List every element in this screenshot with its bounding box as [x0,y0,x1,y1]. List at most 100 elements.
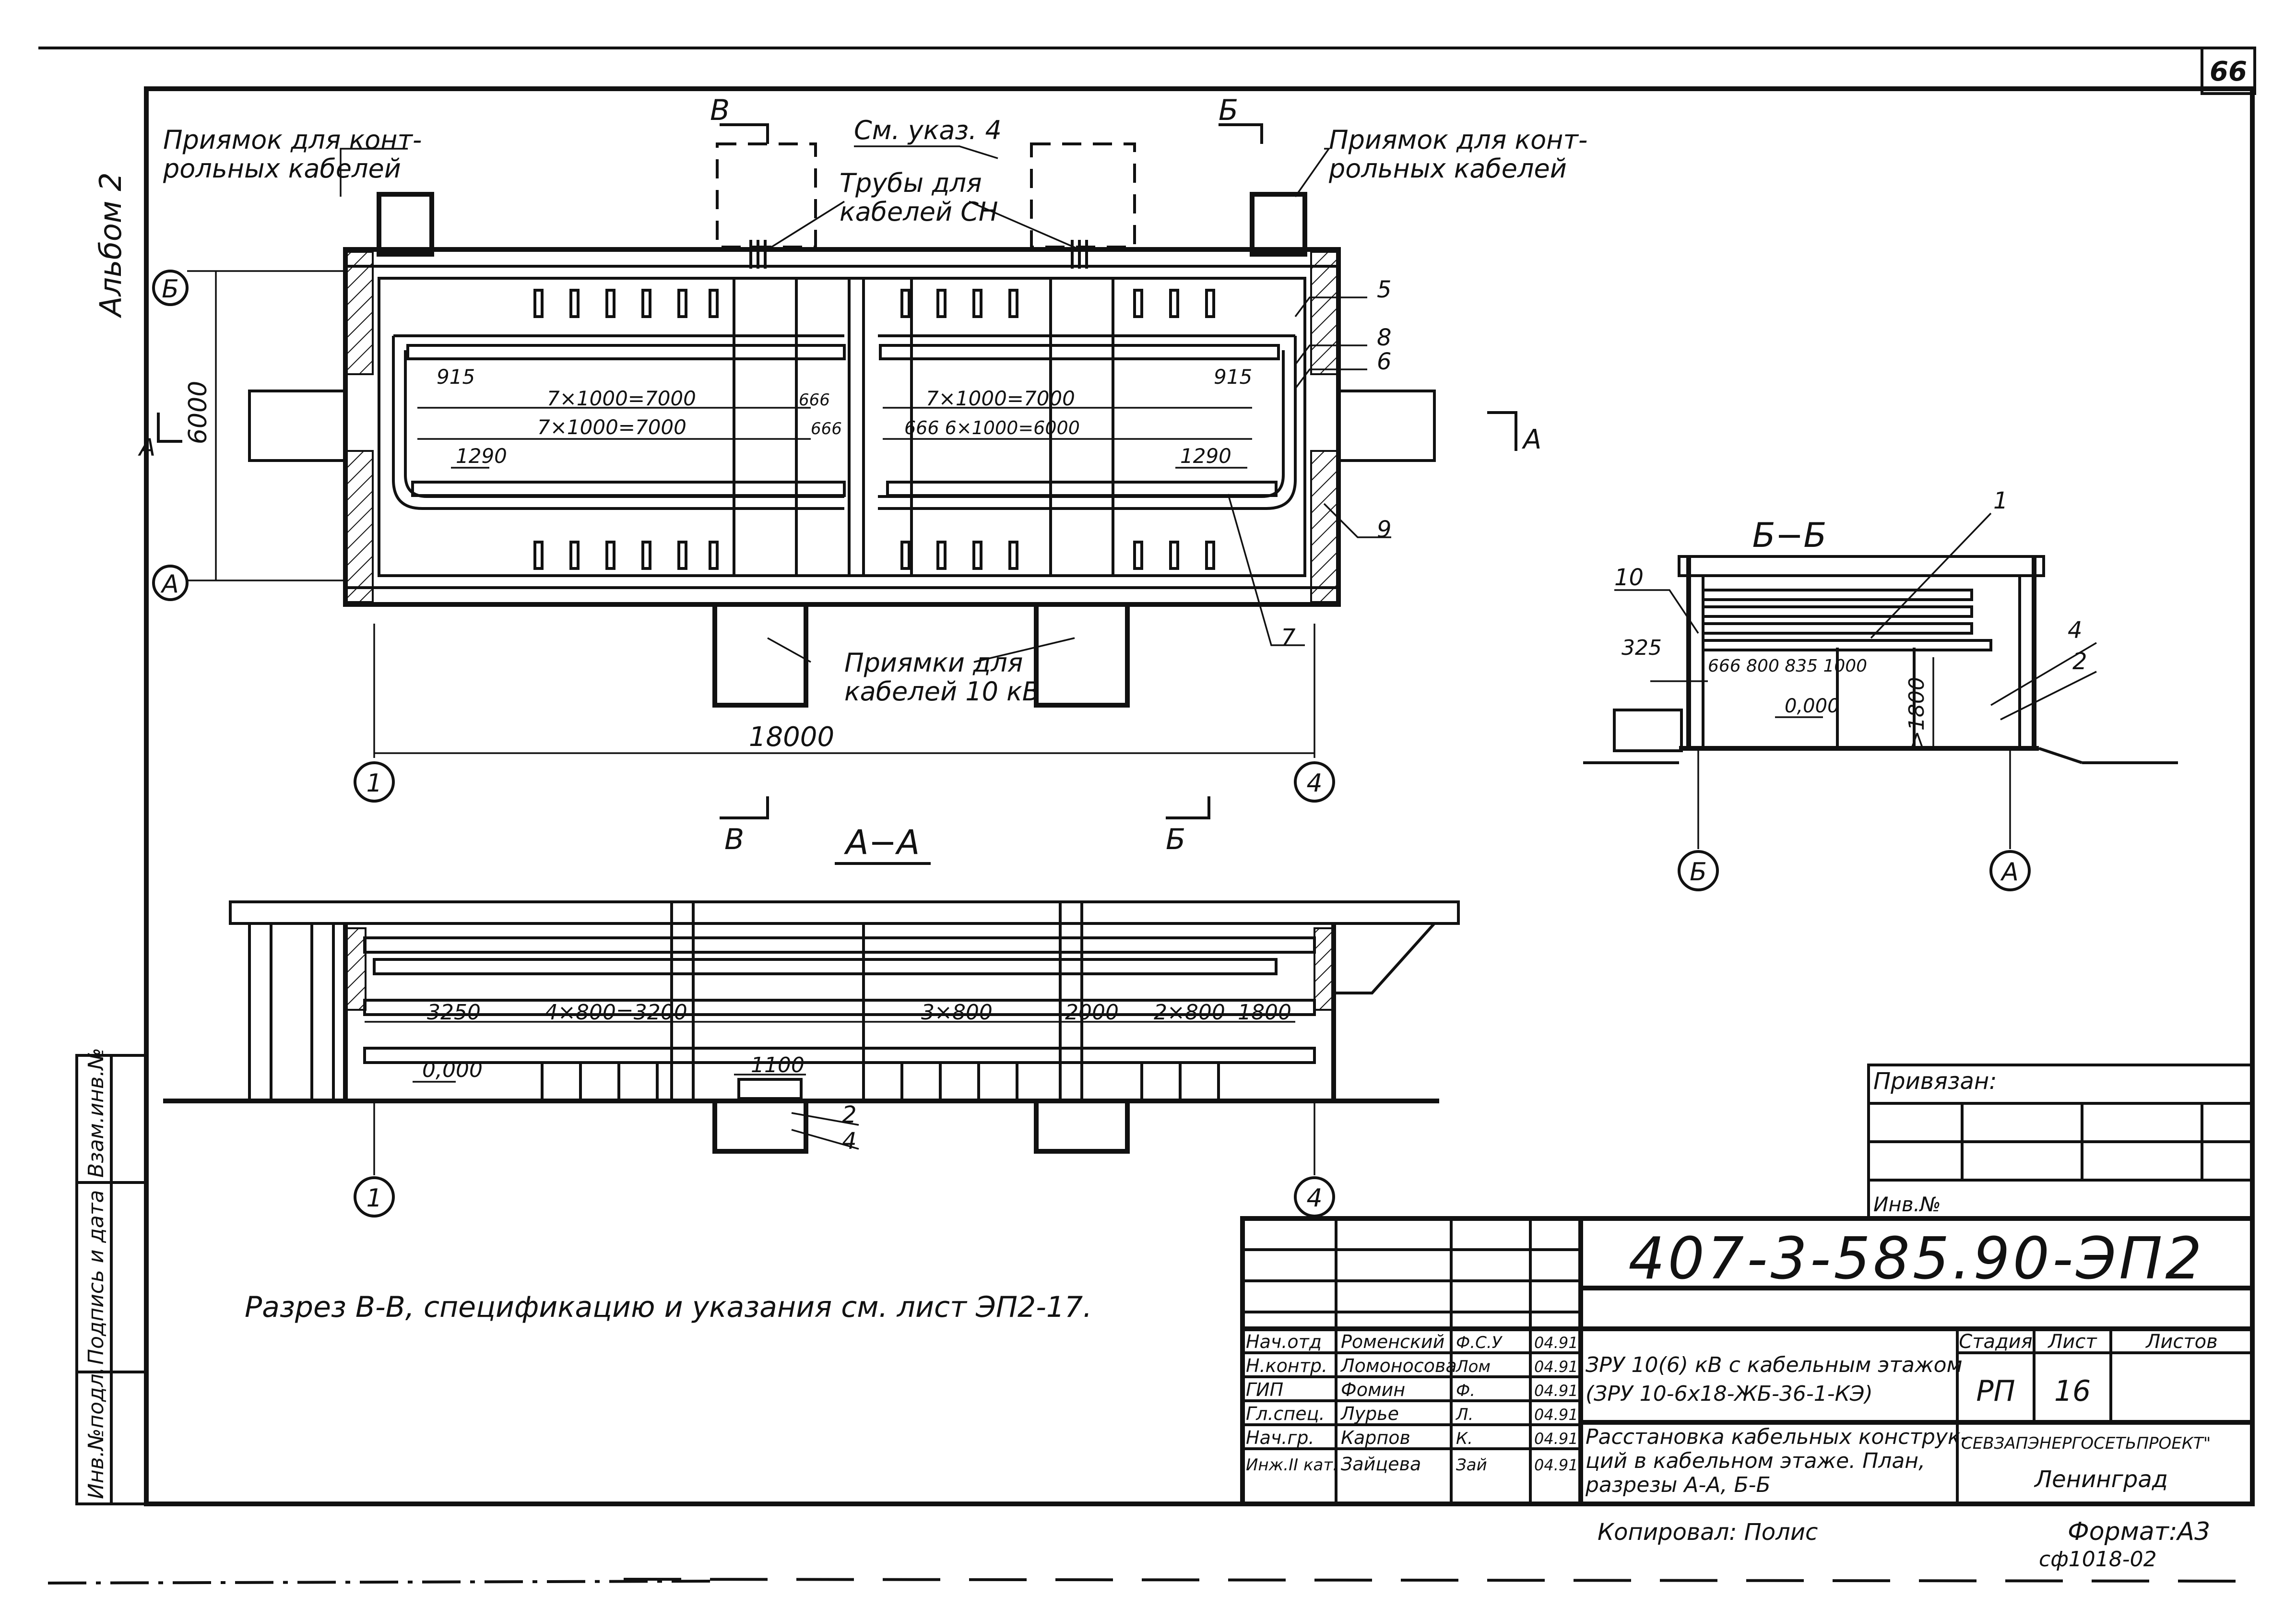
plan-axis-b: Б [162,275,179,304]
plan-axis-1-bubble [354,761,395,803]
plan-pos-7: 7 [1281,624,1296,651]
section-aa-dim-1100: 1100 [751,1053,805,1077]
plan-pits-10kv-label-1: Приямки для [844,648,1023,678]
section-bb-axis-a: А [2000,858,2019,887]
section-bb-pos-2: 2 [2072,648,2087,675]
sheets-header: Листов [2145,1331,2217,1353]
row-2-name: Фомин [1341,1379,1405,1400]
plan-rack-bottom-left [411,481,846,497]
row-4-role: Нач.гр. [1246,1427,1314,1448]
plan-cut-a-left: А [138,434,155,461]
stage-header: Стадия [1959,1331,2032,1353]
document-code: 407-3-585.90-ЭП2 [1628,1226,2205,1292]
plan-rack-top-right [879,344,1280,360]
plan-cn-ref: См. указ. 4 [854,115,1002,145]
plan-right-pit-label-2: рольных кабелей [1328,154,1567,184]
row-5-name: Зайцева [1341,1454,1421,1475]
organization: СЕВЗАПЭНЕРГОСЕТЬПРОЕКТ" [1961,1434,2211,1453]
plan-dim-7000-a: 7×1000=7000 [547,387,696,410]
row-3-role: Гл.спец. [1246,1403,1325,1424]
row-1-sign: Лом [1455,1357,1491,1376]
side-strip: Инв.№подл. Подпись и дата Взам.инв.№ [75,1048,148,1505]
plan-axis-b-bubble [152,270,189,306]
plan-outer-wall [343,247,1341,607]
plan-cut-b-top: Б [1219,94,1238,127]
binding-inv: Инв.№ [1873,1193,1941,1216]
section-aa: А−А 3250 4×800=3200 3×800 2000 2×800 [163,823,1460,1218]
plan-dim-666-a: 666 [799,390,830,410]
general-note: Разрез В-В, спецификацию и указания см. … [245,1290,1092,1324]
section-aa-pos-2: 2 [842,1101,857,1128]
plan-axis-4: 4 [1306,769,1322,798]
section-aa-dim-4x800: 4×800=3200 [544,1000,687,1025]
plan-control-pit-left [377,192,434,257]
sheet-value: 16 [2054,1374,2091,1408]
plan-cut-b-bottom: Б [1166,823,1185,856]
plan-axis-a-bubble [152,565,189,601]
plan-pos-6: 6 [1377,348,1392,375]
side-strip-inv: Инв.№подл. [84,1367,108,1499]
section-bb-pos-10: 10 [1614,564,1644,591]
title-block: 407-3-585.90-ЭП2 Нач.отд Роменский Ф.С.У… [1240,1216,2255,1506]
drawing-line-1: Расстановка кабельных конструк- [1586,1425,1968,1449]
plan-right-pit-label-1: Приямок для конт- [1329,125,1587,155]
stage-value: РП [1976,1374,2015,1408]
section-aa-axis-4: 4 [1306,1184,1322,1213]
plan-pipes-label-2: кабелей СН [840,197,998,227]
row-0-name: Роменский [1341,1331,1444,1352]
plan-pos-8: 8 [1377,324,1392,351]
section-aa-dim-1800: 1800 [1238,1000,1291,1025]
object-line-2: (ЗРУ 10-6х18-ЖБ-36-1-КЭ) [1586,1382,1873,1406]
plan-dim-7000-c: 7×1000=7000 [926,387,1075,410]
row-5-role: Инж.II кат. [1246,1455,1338,1475]
plan-dim-1290-right: 1290 [1180,444,1231,468]
row-5-date: 04.91 [1534,1456,1578,1474]
plan-pit-10kv-right [1034,602,1130,708]
section-bb-axis-b-bubble [1678,850,1719,891]
city: Ленинград [2034,1466,2168,1493]
row-0-date: 04.91 [1534,1334,1578,1352]
album-label: Альбом 2 [93,172,128,319]
row-0-role: Нач.отд [1246,1331,1322,1352]
section-bb-pos-4: 4 [2068,617,2083,644]
section-bb: Б−Б 325 666 800 835 1000 0,000 >1800 1 1… [1583,487,2178,891]
plan-dim-915-left: 915 [437,365,475,389]
plan-side-bay-right [1337,390,1436,462]
sheet-header: Лист [2047,1331,2097,1353]
plan-axis-1: 1 [366,769,382,798]
plan-left-pit-label-1: Приямок для конт- [163,125,422,155]
plan-control-pit-right [1250,192,1307,257]
plan-side-bay-left [248,390,347,462]
section-aa-axis-1: 1 [366,1184,382,1213]
plan-pit-10kv-left [712,602,808,708]
plan-view: Б А 1 4 6000 18000 915 915 7×1000=7000 7… [138,94,1587,856]
row-4-sign: К. [1456,1429,1473,1448]
row-4-name: Карпов [1341,1427,1410,1448]
plan-cut-v-top: В [710,94,730,127]
row-3-date: 04.91 [1534,1406,1578,1424]
section-bb-dims-row: 666 800 835 1000 [1708,656,1867,676]
row-3-sign: Л. [1455,1405,1473,1424]
row-2-role: ГИП [1246,1379,1283,1400]
row-1-role: Н.контр. [1246,1355,1327,1376]
section-bb-level: 0,000 [1785,695,1840,717]
section-aa-axis-1-bubble [354,1176,395,1218]
section-bb-dim-325: 325 [1621,636,1662,660]
plan-dim-7000-b: 7×1000=7000 [537,415,686,439]
plan-dim-6000-right: 666 6×1000=6000 [904,417,1080,438]
plan-dim-6000: 6000 [184,381,213,444]
section-bb-axis-b: Б [1690,858,1707,887]
plan-left-pit-label-2: рольных кабелей [163,154,401,184]
section-bb-pos-1: 1 [1993,487,2008,514]
side-strip-sign-date: Подпись и дата [84,1190,108,1365]
binding-title: Привязан: [1873,1068,1997,1095]
binding-block: Привязан: Инв.№ [1867,1064,2254,1220]
plan-pos-9: 9 [1377,516,1392,543]
row-2-date: 04.91 [1534,1382,1578,1400]
section-aa-dim-2x800: 2×800 [1154,1000,1225,1025]
sheet-frame: 66 Альбом 2 [38,47,2256,1585]
section-bb-axis-a-bubble [1989,850,2031,891]
format-label: Формат:А3 [2068,1517,2210,1546]
